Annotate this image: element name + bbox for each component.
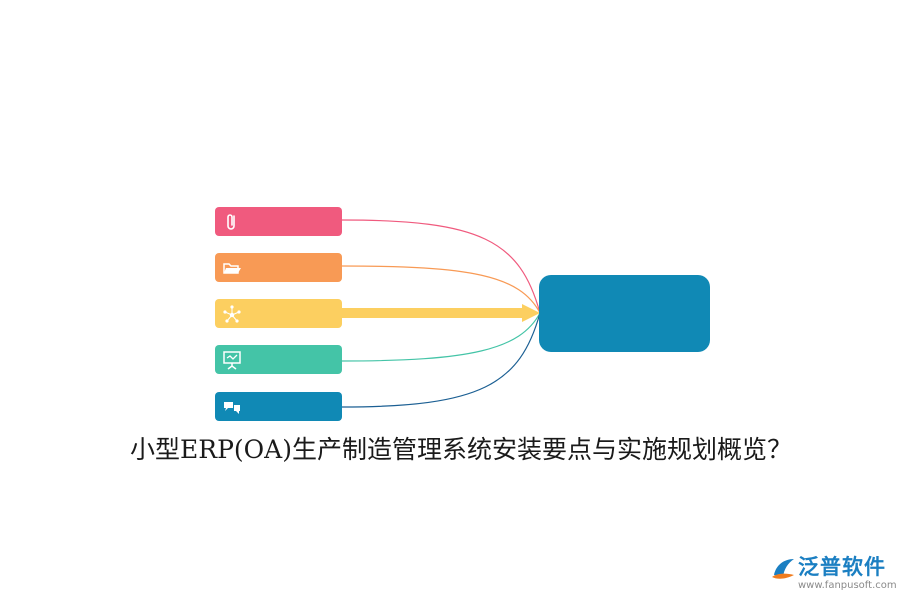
network-icon <box>223 305 241 323</box>
diagram-caption: 小型ERP(OA)生产制造管理系统安装要点与实施规划概览？ <box>130 435 792 464</box>
connector-branch-2 <box>341 265 541 314</box>
connector-branch-1 <box>341 219 541 314</box>
branch-node-4[interactable] <box>215 345 342 374</box>
presentation-board-icon <box>223 351 241 370</box>
branch-node-5[interactable] <box>215 392 342 421</box>
branch-node-2[interactable] <box>215 253 342 282</box>
center-node[interactable] <box>539 275 710 352</box>
folder-icon <box>223 263 241 274</box>
branch-node-3[interactable] <box>215 299 342 328</box>
connector-arrowhead <box>522 304 540 322</box>
logo-url: www.fanpusoft.com <box>798 580 897 591</box>
connector-branch-4 <box>341 312 541 362</box>
chat-bubbles-icon <box>224 402 240 414</box>
logo-mark-icon <box>772 559 794 579</box>
connector-branch-5 <box>341 312 541 408</box>
brand-logo: 泛普软件 www.fanpusoft.com <box>770 553 897 595</box>
logo-name: 泛普软件 <box>798 555 886 579</box>
branch-node-1[interactable] <box>215 207 342 236</box>
paperclip-icon <box>227 214 235 230</box>
